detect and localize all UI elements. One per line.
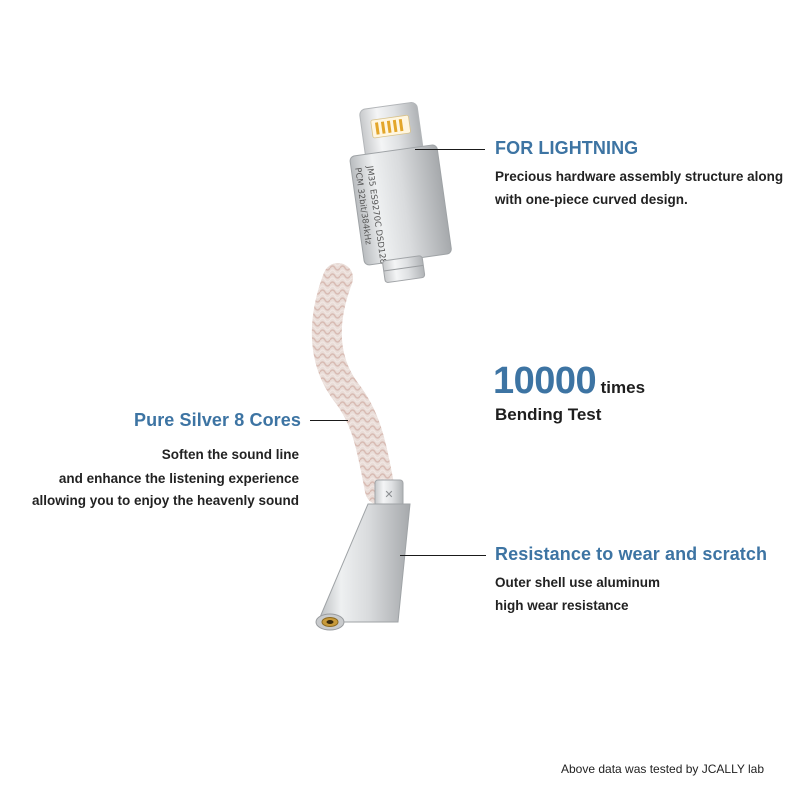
lightning-heading: FOR LIGHTNING bbox=[495, 138, 639, 158]
leader-line-lightning bbox=[415, 149, 485, 150]
bending-label: Bending Test bbox=[495, 405, 602, 424]
shell-desc-line-2: high wear resistance bbox=[495, 598, 629, 613]
cable-desc-line-2: and enhance the listening experience bbox=[58, 471, 299, 486]
shell-heading: Resistance to wear and scratch bbox=[495, 544, 768, 564]
jack-strain-relief: ✕ bbox=[374, 479, 404, 507]
headphone-jack-body bbox=[315, 503, 411, 631]
lab-footnote: Above data was tested by JCALLY lab bbox=[560, 762, 764, 776]
lightning-desc-line-2: with one-piece curved design. bbox=[495, 192, 688, 207]
bending-unit: times bbox=[600, 378, 646, 397]
braided-cable bbox=[311, 263, 395, 505]
lightning-desc-line-1: Precious hardware assembly structure alo… bbox=[495, 169, 784, 184]
cable-desc-line-3: allowing you to enjoy the heavenly sound bbox=[31, 493, 299, 508]
svg-text:✕: ✕ bbox=[384, 488, 393, 501]
bending-stat: 10000 times bbox=[493, 360, 645, 403]
shell-desc-line-1: Outer shell use aluminum bbox=[495, 575, 661, 590]
bending-number: 10000 bbox=[493, 360, 597, 402]
lightning-plug-tip: JM35 ES9270C DSD128 PCM 32bit/384kHz bbox=[349, 102, 452, 283]
leader-line-cable bbox=[310, 420, 348, 421]
cable-heading: Pure Silver 8 Cores bbox=[134, 410, 301, 430]
cable-desc-line-1: Soften the sound line bbox=[161, 447, 299, 462]
leader-line-shell bbox=[400, 555, 486, 556]
